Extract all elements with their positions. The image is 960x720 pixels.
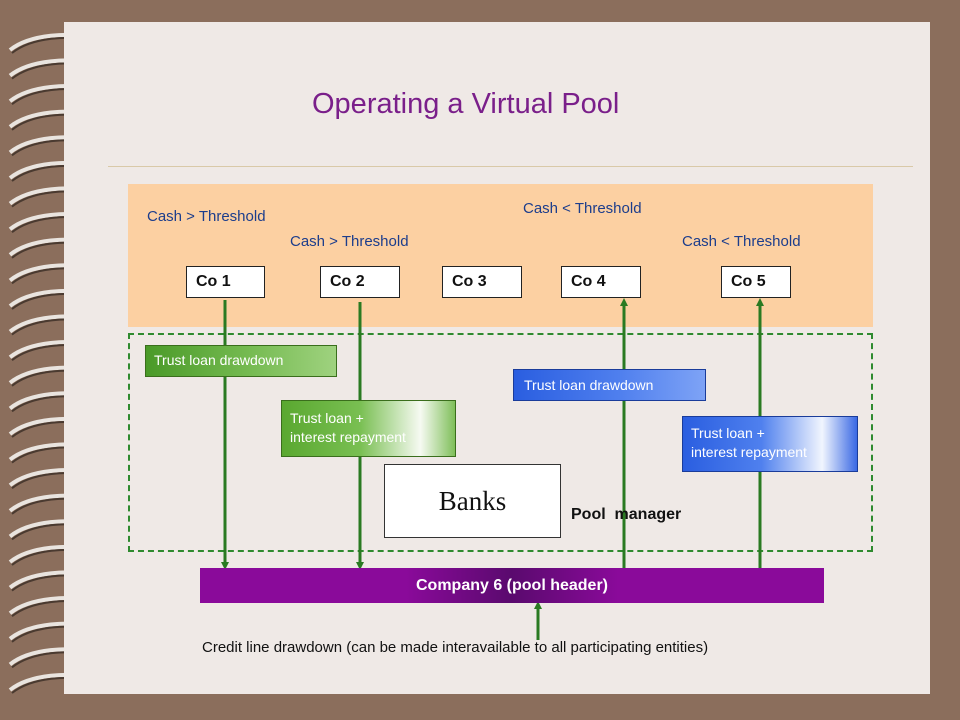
co2-flow-line2: interest repayment	[290, 429, 406, 445]
co1-flow-label: Trust loan drawdown	[145, 345, 337, 377]
company-co5: Co 5	[721, 266, 791, 298]
pool-manager-region	[128, 333, 873, 552]
co5-flow-line1: Trust loan +	[691, 425, 765, 441]
co2-threshold-label: Cash > Threshold	[290, 233, 409, 250]
co5-flow-line2: interest repayment	[691, 444, 807, 460]
company-co4: Co 4	[561, 266, 641, 298]
co4-flow-label: Trust loan drawdown	[513, 369, 706, 401]
co4-threshold-label: Cash < Threshold	[523, 200, 642, 217]
companies-region	[128, 184, 873, 327]
company-co2: Co 2	[320, 266, 400, 298]
title-divider	[108, 166, 913, 167]
co5-flow-label: Trust loan + interest repayment	[682, 416, 858, 472]
pool-manager-label: Pool manager	[571, 506, 682, 523]
co1-threshold-label: Cash > Threshold	[147, 208, 266, 225]
credit-line-label: Credit line drawdown (can be made intera…	[202, 639, 709, 656]
banks-box: Banks	[384, 464, 561, 538]
page-title: Operating a Virtual Pool	[312, 88, 620, 120]
company-co3: Co 3	[442, 266, 522, 298]
company-co1: Co 1	[186, 266, 265, 298]
co2-flow-label: Trust loan + interest repayment	[281, 400, 456, 457]
pool-header-bar: Company 6 (pool header)	[200, 568, 824, 603]
co5-threshold-label: Cash < Threshold	[682, 233, 801, 250]
co2-flow-line1: Trust loan +	[290, 410, 364, 426]
